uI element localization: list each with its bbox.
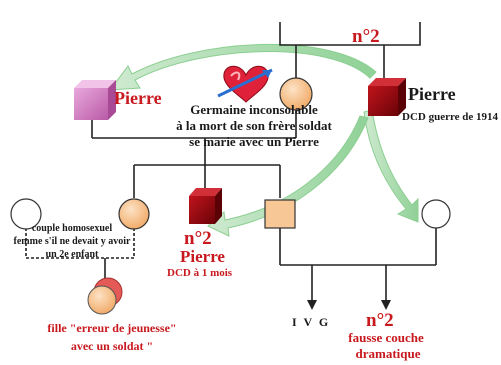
top-marker-label: n°2: [352, 26, 380, 47]
orange-circle-germaine: [279, 77, 313, 111]
dark-square-side: [398, 78, 406, 116]
child-sub-label: DCD à 1 mois: [167, 267, 233, 279]
ivg-arrowhead: [307, 300, 317, 310]
pierre-left-label: Pierre: [114, 88, 162, 108]
pierre-right-label: Pierre: [408, 84, 456, 104]
top-bracket: [279, 22, 421, 46]
child-marker-label: n°2: [184, 228, 212, 249]
fille-line-1: fille "erreur de jeunesse": [47, 321, 176, 335]
child-name-label: Pierre: [180, 247, 225, 266]
pink-square-front: [74, 88, 108, 120]
dark-square-top: [368, 78, 406, 86]
bottom-line-1: fausse couche: [348, 330, 424, 345]
fausse-arrowhead: [381, 300, 391, 310]
bottom-marker-label: n°2: [366, 310, 394, 331]
fille-circle-front: [87, 285, 117, 315]
arrow-right-down: [363, 109, 419, 223]
couple-line-2-text: femme s'il ne devait y avoir: [14, 236, 131, 247]
heart-icon: [217, 65, 273, 103]
germaine-line-2: à la mort de son frère soldat: [176, 118, 332, 133]
arrow-heads: [307, 300, 391, 310]
bottom-line-2: dramatique: [356, 346, 421, 361]
ivg-label: I V G: [292, 315, 330, 329]
pierre-right-sub: DCD guerre de 1914: [402, 111, 499, 123]
germaine-line-1: Germaine inconsolable: [190, 102, 318, 117]
dark-square-pierre-1914: [368, 78, 406, 116]
pink-square-top: [74, 80, 116, 88]
dark-square-pierre-child: [189, 188, 222, 224]
child-square-side: [215, 188, 222, 224]
pink-square-pierre: [74, 80, 116, 120]
pink-square-side: [108, 80, 116, 120]
beige-square: [264, 199, 296, 229]
white-circle-right: [421, 199, 451, 229]
orange-circle-left: [118, 198, 150, 230]
couple-line-1-text: couple homosexuel: [32, 223, 113, 234]
dark-square-front: [368, 86, 398, 116]
child-square-top: [189, 188, 222, 196]
fille-circles: [87, 277, 123, 315]
fille-line-2: avec un soldat ": [71, 339, 153, 353]
connector-lines: [25, 22, 437, 305]
white-circle-left: [10, 198, 42, 230]
arrow-top-arc: [108, 43, 377, 91]
child-square-front: [189, 196, 215, 224]
germaine-line-3: se marie avec un Pierre: [189, 134, 319, 149]
couple-line-3-text: un 2e enfant: [46, 249, 99, 260]
